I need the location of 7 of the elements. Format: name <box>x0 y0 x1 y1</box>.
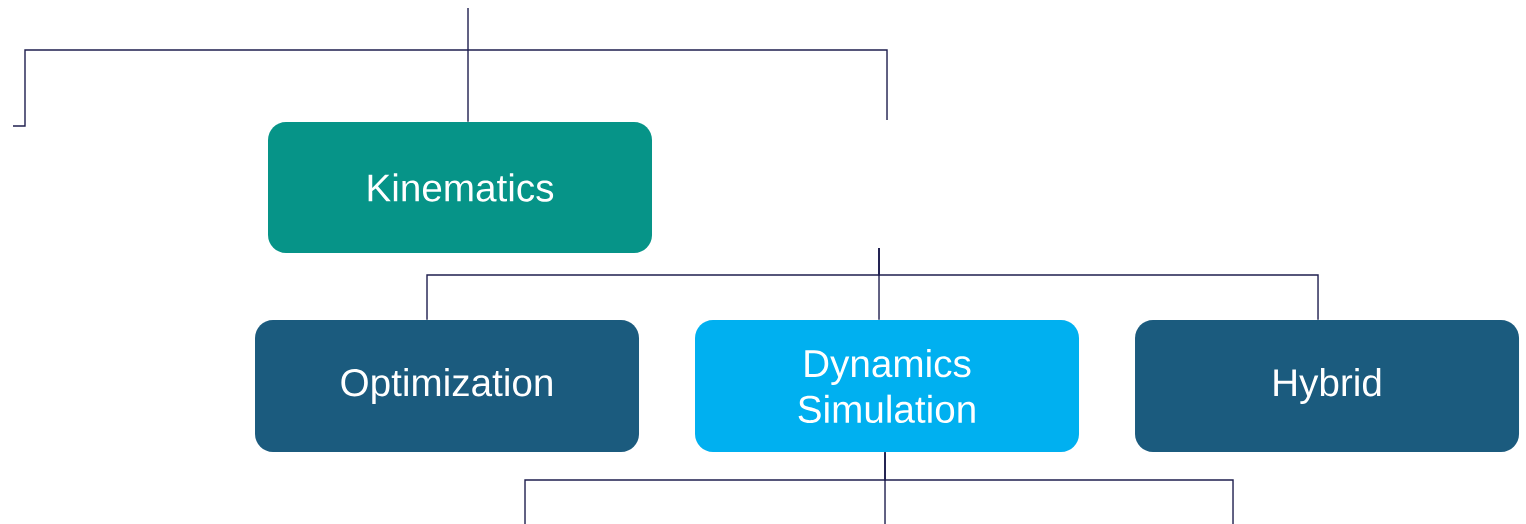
process-box: Dynamics Simulation <box>695 320 1079 452</box>
process-box: Hybrid <box>1135 320 1519 452</box>
process-box: Optimization <box>255 320 639 452</box>
connector-line <box>467 7 469 123</box>
process-box: Kinematics <box>268 122 652 253</box>
connector-line <box>884 451 1234 524</box>
connector-line <box>878 247 1319 321</box>
